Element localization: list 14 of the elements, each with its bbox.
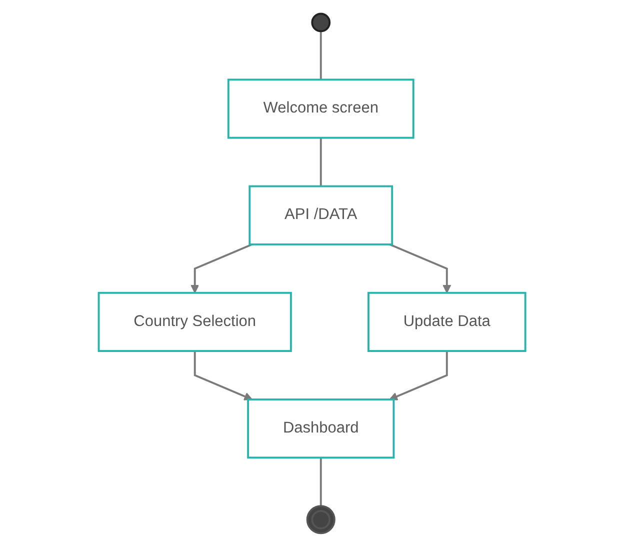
node-circle <box>306 504 336 534</box>
connector <box>320 137 322 186</box>
arrow <box>389 350 448 400</box>
node-box: Update Data <box>367 291 526 352</box>
node-box: API /DATA <box>248 184 394 245</box>
connector <box>320 457 322 506</box>
arrow <box>190 243 252 293</box>
node-box: Country Selection <box>98 291 292 352</box>
node-box: Dashboard <box>247 398 395 458</box>
node-circle <box>311 12 331 32</box>
arrow <box>194 350 252 400</box>
arrow <box>389 243 452 293</box>
node-box: Welcome screen <box>227 78 414 138</box>
connector <box>320 30 322 80</box>
